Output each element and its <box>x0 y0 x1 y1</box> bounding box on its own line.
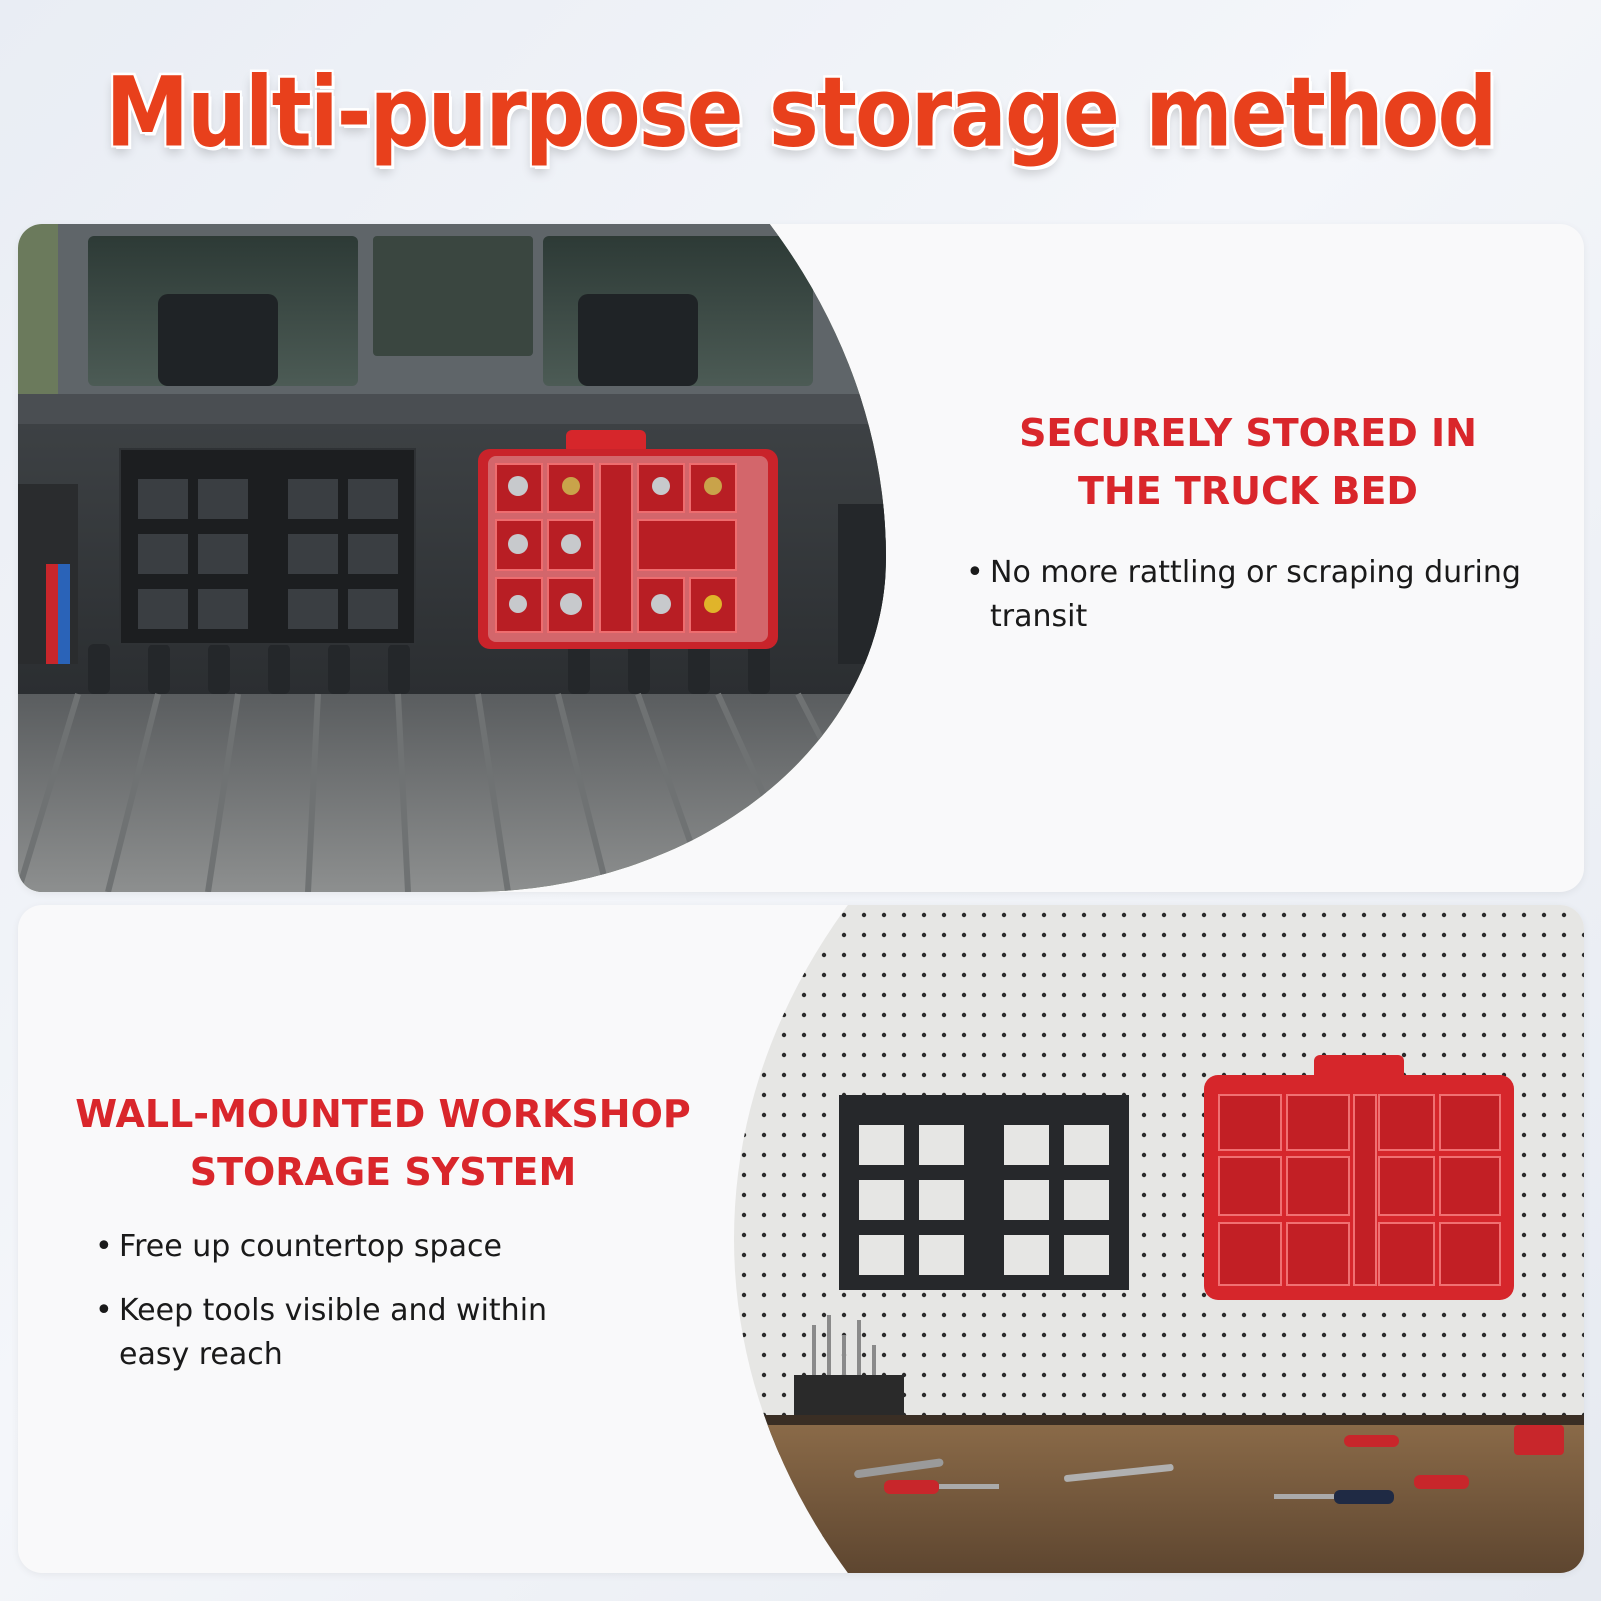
bullet-text: Keep tools visible and within easy reach <box>119 1293 548 1372</box>
list-item: •Keep tools visible and within easy reac… <box>95 1289 615 1377</box>
truck-bed-panel: SECURELY STORED IN THE TRUCK BED •No mor… <box>18 224 1584 892</box>
wall-mounting-plate <box>839 1095 1129 1290</box>
bullet-text: No more rattling or scraping during tran… <box>990 555 1521 634</box>
truck-bed-illustration <box>18 224 886 892</box>
list-item: •Free up countertop space <box>95 1225 615 1269</box>
wall-heading-line1: WALL-MOUNTED WORKSHOP <box>75 1092 691 1136</box>
list-item: •No more rattling or scraping during tra… <box>966 551 1526 639</box>
red-organizer <box>478 430 778 649</box>
bullet-icon: • <box>95 1293 113 1328</box>
workshop-illustration <box>734 905 1584 1573</box>
bullet-icon: • <box>966 555 984 590</box>
workshop-photo <box>734 905 1584 1573</box>
workshop-panel: WALL-MOUNTED WORKSHOP STORAGE SYSTEM •Fr… <box>18 905 1584 1573</box>
page-title: Multi-purpose storage method <box>105 55 1497 169</box>
truck-bed-photo <box>18 224 886 892</box>
wall-bullet-list: •Free up countertop space •Keep tools vi… <box>95 1225 615 1397</box>
truck-bullet-list: •No more rattling or scraping during tra… <box>966 551 1526 659</box>
truck-heading-line1: SECURELY STORED IN <box>1019 411 1477 455</box>
truck-heading-line2: THE TRUCK BED <box>1078 469 1418 513</box>
wall-red-organizer <box>1204 1055 1514 1300</box>
bullet-icon: • <box>95 1229 113 1264</box>
wall-section-heading: WALL-MOUNTED WORKSHOP STORAGE SYSTEM <box>38 1085 728 1201</box>
wall-heading-line2: STORAGE SYSTEM <box>189 1150 577 1194</box>
mounting-plate <box>119 448 416 645</box>
bullet-text: Free up countertop space <box>119 1229 502 1264</box>
truck-section-heading: SECURELY STORED IN THE TRUCK BED <box>948 404 1548 520</box>
